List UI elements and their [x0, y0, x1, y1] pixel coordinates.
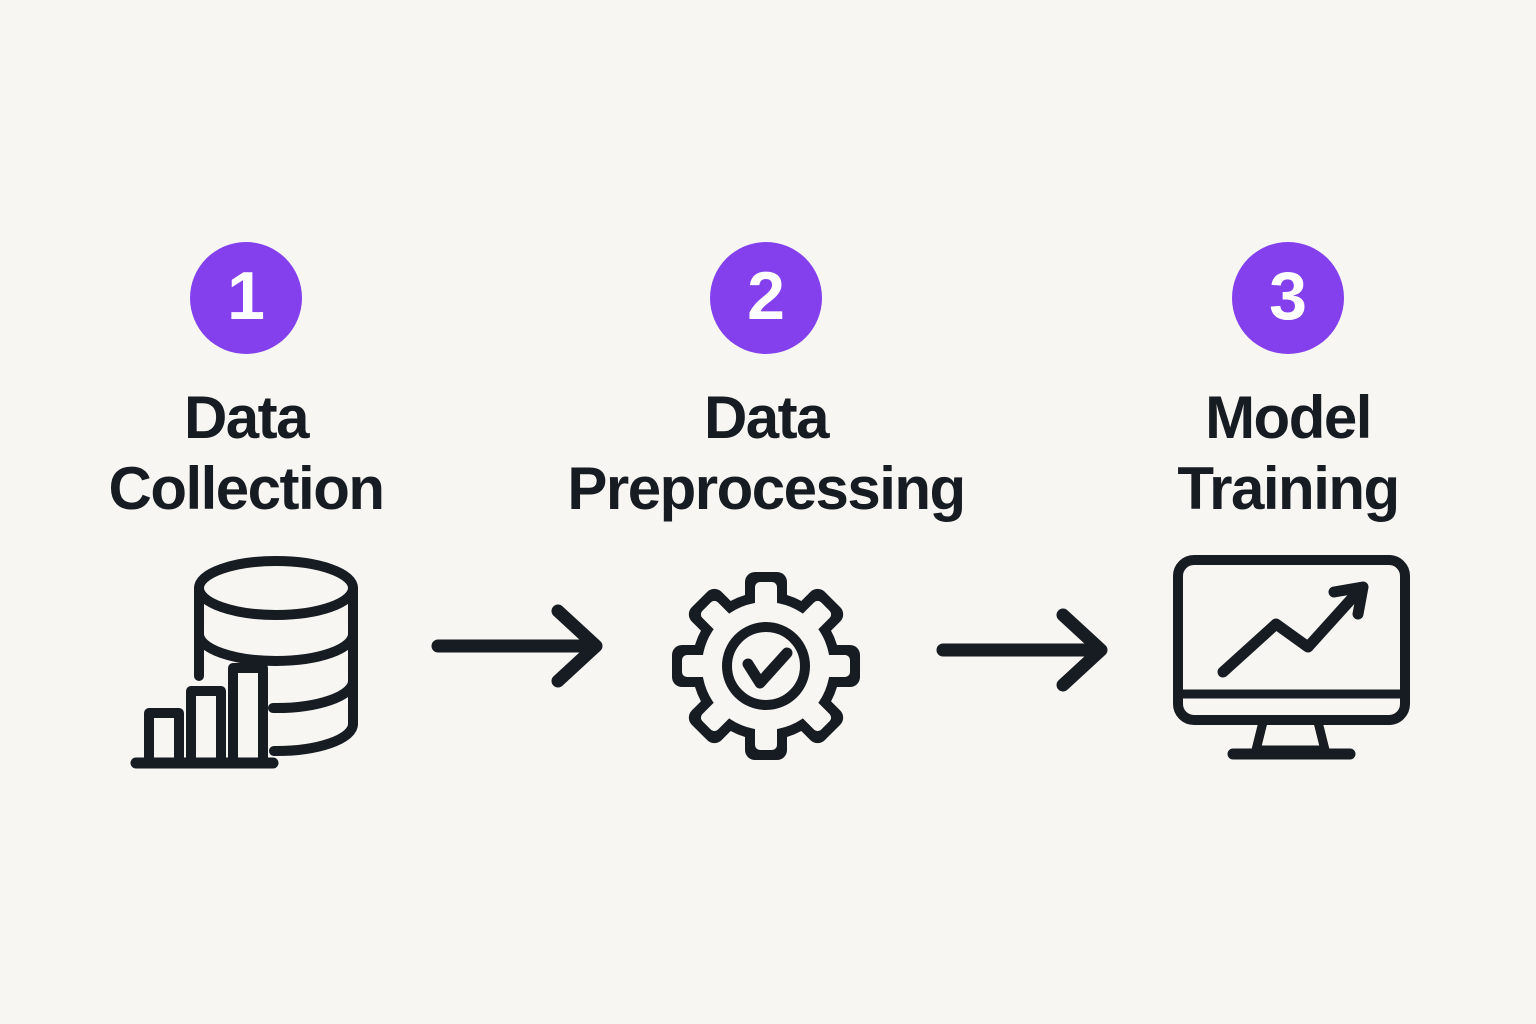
- step-3-icon-wrap: [1058, 550, 1518, 782]
- step-3-badge: 3: [1232, 242, 1344, 354]
- step-1-icon-wrap: [16, 550, 476, 782]
- gear-checkmark-icon: [672, 572, 860, 760]
- monitor-trend-chart-icon: [1173, 554, 1410, 759]
- step-2-number: 2: [747, 258, 785, 334]
- step-data-collection: 1 Data Collection: [16, 242, 476, 782]
- step-2-icon-wrap: [536, 550, 996, 782]
- step-3-title: Model Training: [1058, 382, 1518, 524]
- step-2-title: Data Preprocessing: [536, 382, 996, 524]
- step-1-badge: 1: [190, 242, 302, 354]
- step-2-badge: 2: [710, 242, 822, 354]
- arrow-right-icon: [936, 608, 1108, 692]
- arrow-right-icon: [431, 604, 603, 688]
- step-2-title-line1: Data: [703, 384, 830, 451]
- step-2-title-line2: Preprocessing: [567, 455, 966, 522]
- step-1-title: Data Collection: [16, 382, 476, 524]
- step-3-title-line2: Training: [1177, 455, 1400, 522]
- step-3-number: 3: [1269, 258, 1307, 334]
- database-bar-chart-icon: [130, 556, 358, 769]
- step-1-title-line1: Data: [183, 384, 310, 451]
- step-3-title-line1: Model: [1205, 384, 1372, 451]
- step-data-preprocessing: 2 Data Preprocessing: [536, 242, 996, 782]
- step-1-title-line2: Collection: [108, 455, 385, 522]
- step-model-training: 3 Model Training: [1058, 242, 1518, 782]
- step-1-number: 1: [227, 258, 265, 334]
